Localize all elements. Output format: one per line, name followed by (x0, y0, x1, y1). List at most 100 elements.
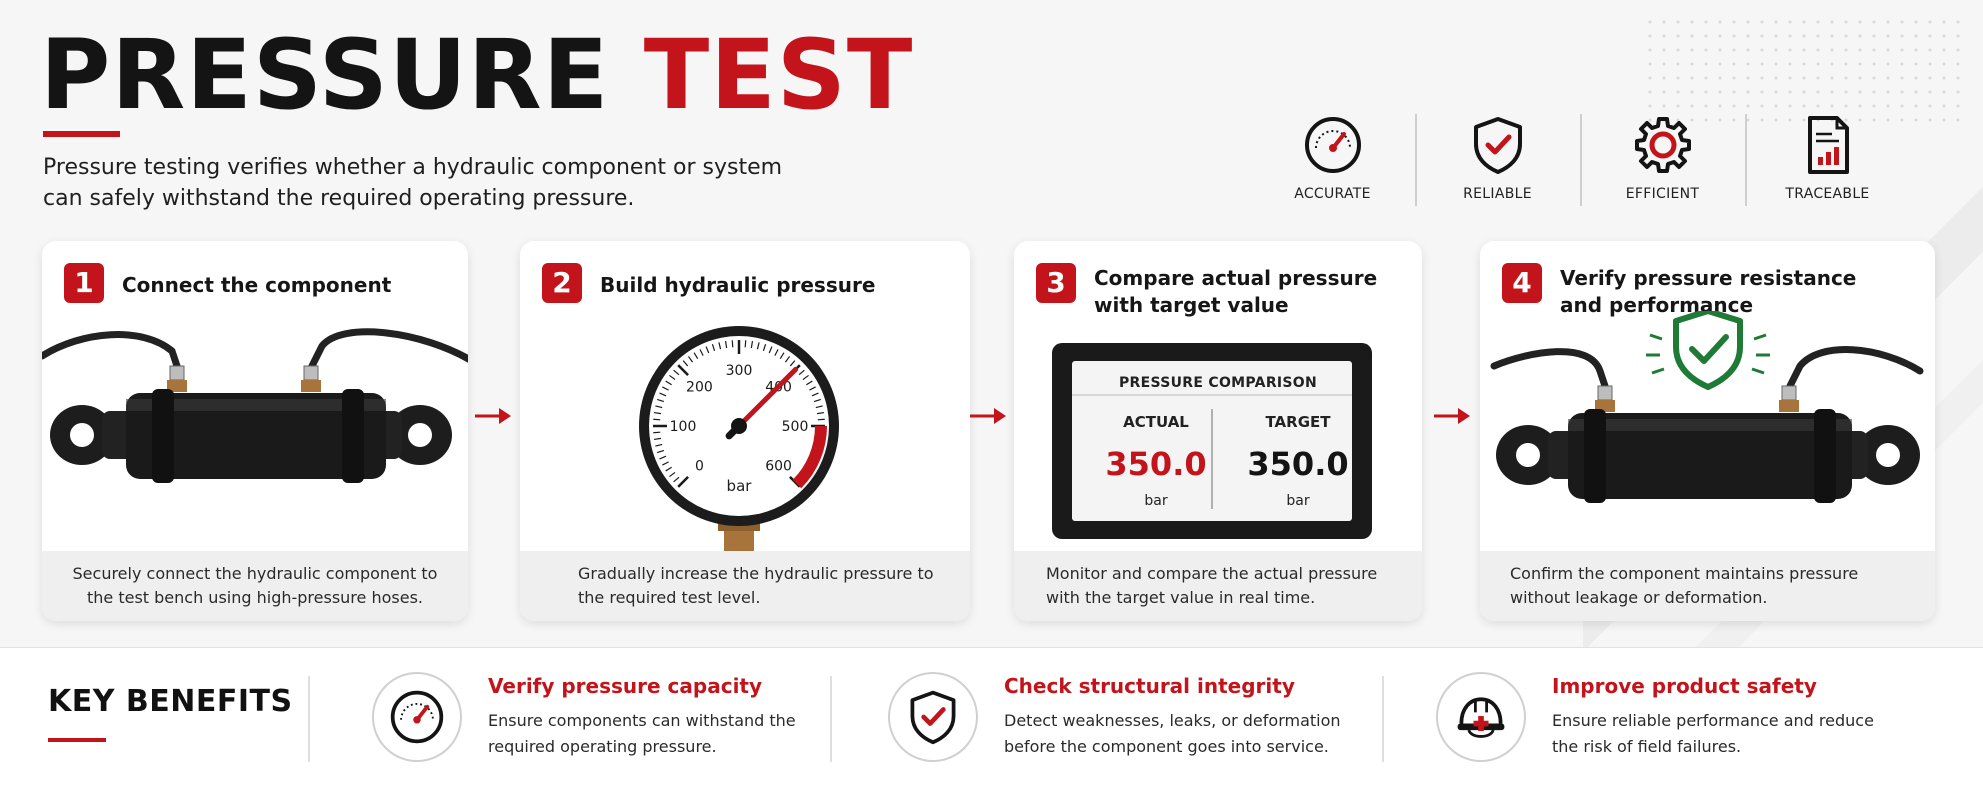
step-card-3: 3 Compare actual pressure with target va… (1014, 241, 1422, 621)
step-number: 1 (64, 263, 104, 303)
gauge-minor-tick (731, 340, 734, 348)
badge-reliable: RELIABLE (1415, 110, 1580, 210)
monitor-actual-unit: bar (1144, 493, 1168, 509)
feature-badges: ACCURATE RELIABLE EFFICIENT (1250, 110, 1910, 210)
gauge-minor-tick (811, 392, 819, 397)
gauge-minor-tick (655, 443, 663, 447)
gauge-minor-tick (711, 344, 716, 352)
monitor-actual-label: ACTUAL (1123, 413, 1189, 431)
gauge-minor-tick (657, 449, 665, 454)
gauge-icon (1304, 117, 1361, 173)
step-title: Compare actual pressure with target valu… (1094, 266, 1378, 317)
benefit-item-3: Improve product safety Ensure reliable p… (1436, 670, 1896, 770)
arrow-right-icon (970, 408, 1006, 424)
gauge-tick-label: 300 (726, 363, 753, 379)
gauge-minor-tick (756, 342, 760, 350)
gauge-minor-tick (662, 386, 669, 391)
report-chart-icon (1807, 116, 1849, 174)
gauge-minor-tick (798, 369, 805, 376)
gauge-tick-label: 200 (686, 379, 713, 395)
step-title: Connect the component (122, 273, 392, 297)
gauge-minor-tick (655, 405, 663, 409)
page-title: PRESSURE TEST (40, 20, 913, 130)
gauge-minor-tick (817, 418, 825, 421)
badge-label: TRACEABLE (1785, 186, 1870, 202)
benefit-icon-circle (888, 672, 978, 762)
arrow-right-icon (1434, 408, 1470, 424)
gauge-minor-tick (673, 476, 680, 483)
gauge-tick-label: 0 (695, 459, 704, 475)
gauge-minor-tick (762, 344, 767, 352)
step-number: 3 (1036, 263, 1076, 303)
step-description: Gradually increase the hydraulic pressur… (520, 551, 970, 621)
step-card-2: 2 Build hydraulic pressure 0100200300400… (520, 241, 970, 621)
step-description: Confirm the component maintains pressure… (1480, 551, 1935, 621)
gauge-unit: bar (727, 477, 753, 495)
gauge-minor-tick (809, 386, 816, 391)
gauge-tick-label: 600 (765, 459, 792, 475)
arrow-right-icon (475, 408, 511, 424)
verified-cylinder-illustration (1490, 311, 1924, 503)
gauge-minor-tick (744, 340, 747, 348)
gauge-minor-tick (693, 352, 699, 359)
gauge-minor-tick (774, 349, 779, 356)
monitor-target-value: 350.0 (1247, 445, 1349, 483)
badge-label: ACCURATE (1294, 186, 1371, 202)
gauge-tick-label: 100 (670, 419, 697, 435)
gauge-major-tick (677, 364, 689, 376)
monitor-title: PRESSURE COMPARISON (1118, 375, 1318, 391)
badge-traceable: TRACEABLE (1745, 110, 1910, 210)
gauge-minor-tick (718, 342, 722, 350)
benefit-heading: Improve product safety (1552, 674, 1817, 698)
step-description: Monitor and compare the actual pressure … (1014, 551, 1422, 621)
gauge-minor-tick (768, 346, 773, 354)
gauge-minor-tick (816, 411, 825, 415)
gauge-tick-label: 500 (782, 419, 809, 435)
gauge-minor-tick (659, 455, 667, 460)
gauge-minor-tick (779, 352, 785, 359)
badge-efficient: EFFICIENT (1580, 110, 1745, 210)
badge-label: RELIABLE (1463, 186, 1532, 202)
divider (1382, 676, 1384, 762)
gauge-icon (390, 690, 444, 744)
benefit-heading: Verify pressure capacity (488, 674, 763, 698)
gauge-minor-tick (699, 349, 704, 356)
step-card-4: 4 Verify pressure resistance and perform… (1480, 241, 1935, 621)
badge-accurate: ACCURATE (1250, 110, 1415, 210)
badge-label: EFFICIENT (1625, 186, 1700, 202)
step-title: Build hydraulic pressure (600, 273, 876, 297)
divider (308, 676, 310, 762)
gauge-minor-tick (665, 466, 672, 472)
gauge-minor-tick (789, 360, 796, 367)
benefit-item-2: Check structural integrity Detect weakne… (888, 670, 1348, 770)
intro-text: Pressure testing verifies whether a hydr… (43, 155, 783, 211)
gauge-minor-tick (657, 398, 665, 403)
gauge-minor-tick (687, 356, 694, 363)
gauge-red-zone (792, 426, 827, 489)
gauge-minor-tick (669, 374, 676, 381)
pressure-gauge-illustration: 0100200300400500600 bar (639, 326, 839, 551)
divider (830, 676, 832, 762)
gauge-major-tick (677, 476, 689, 488)
gauge-minor-tick (802, 374, 809, 381)
shield-check-icon (1646, 311, 1770, 390)
benefit-icon-circle (1436, 672, 1526, 762)
step-card-1: 1 Connect the component Securely connect… (42, 241, 468, 621)
gauge-minor-tick (653, 418, 661, 421)
key-benefits-underline (48, 738, 106, 742)
benefit-text: Ensure reliable performance and reduce t… (1552, 711, 1874, 756)
gauge-minor-tick (724, 340, 728, 349)
gauge-minor-tick (705, 346, 710, 354)
monitor-target-unit: bar (1286, 493, 1310, 509)
gauge-minor-tick (659, 392, 667, 397)
step-number: 2 (542, 263, 582, 303)
hydraulic-cylinder-illustration (42, 328, 468, 483)
gauge-minor-tick (653, 411, 662, 415)
step-number: 4 (1502, 263, 1542, 303)
benefit-item-1: Verify pressure capacity Ensure componen… (372, 670, 832, 770)
title-underline (43, 131, 120, 137)
title-word-test: TEST (643, 19, 914, 131)
gauge-minor-tick (665, 380, 672, 386)
benefit-text: Detect weaknesses, leaks, or deformation… (1004, 711, 1341, 756)
